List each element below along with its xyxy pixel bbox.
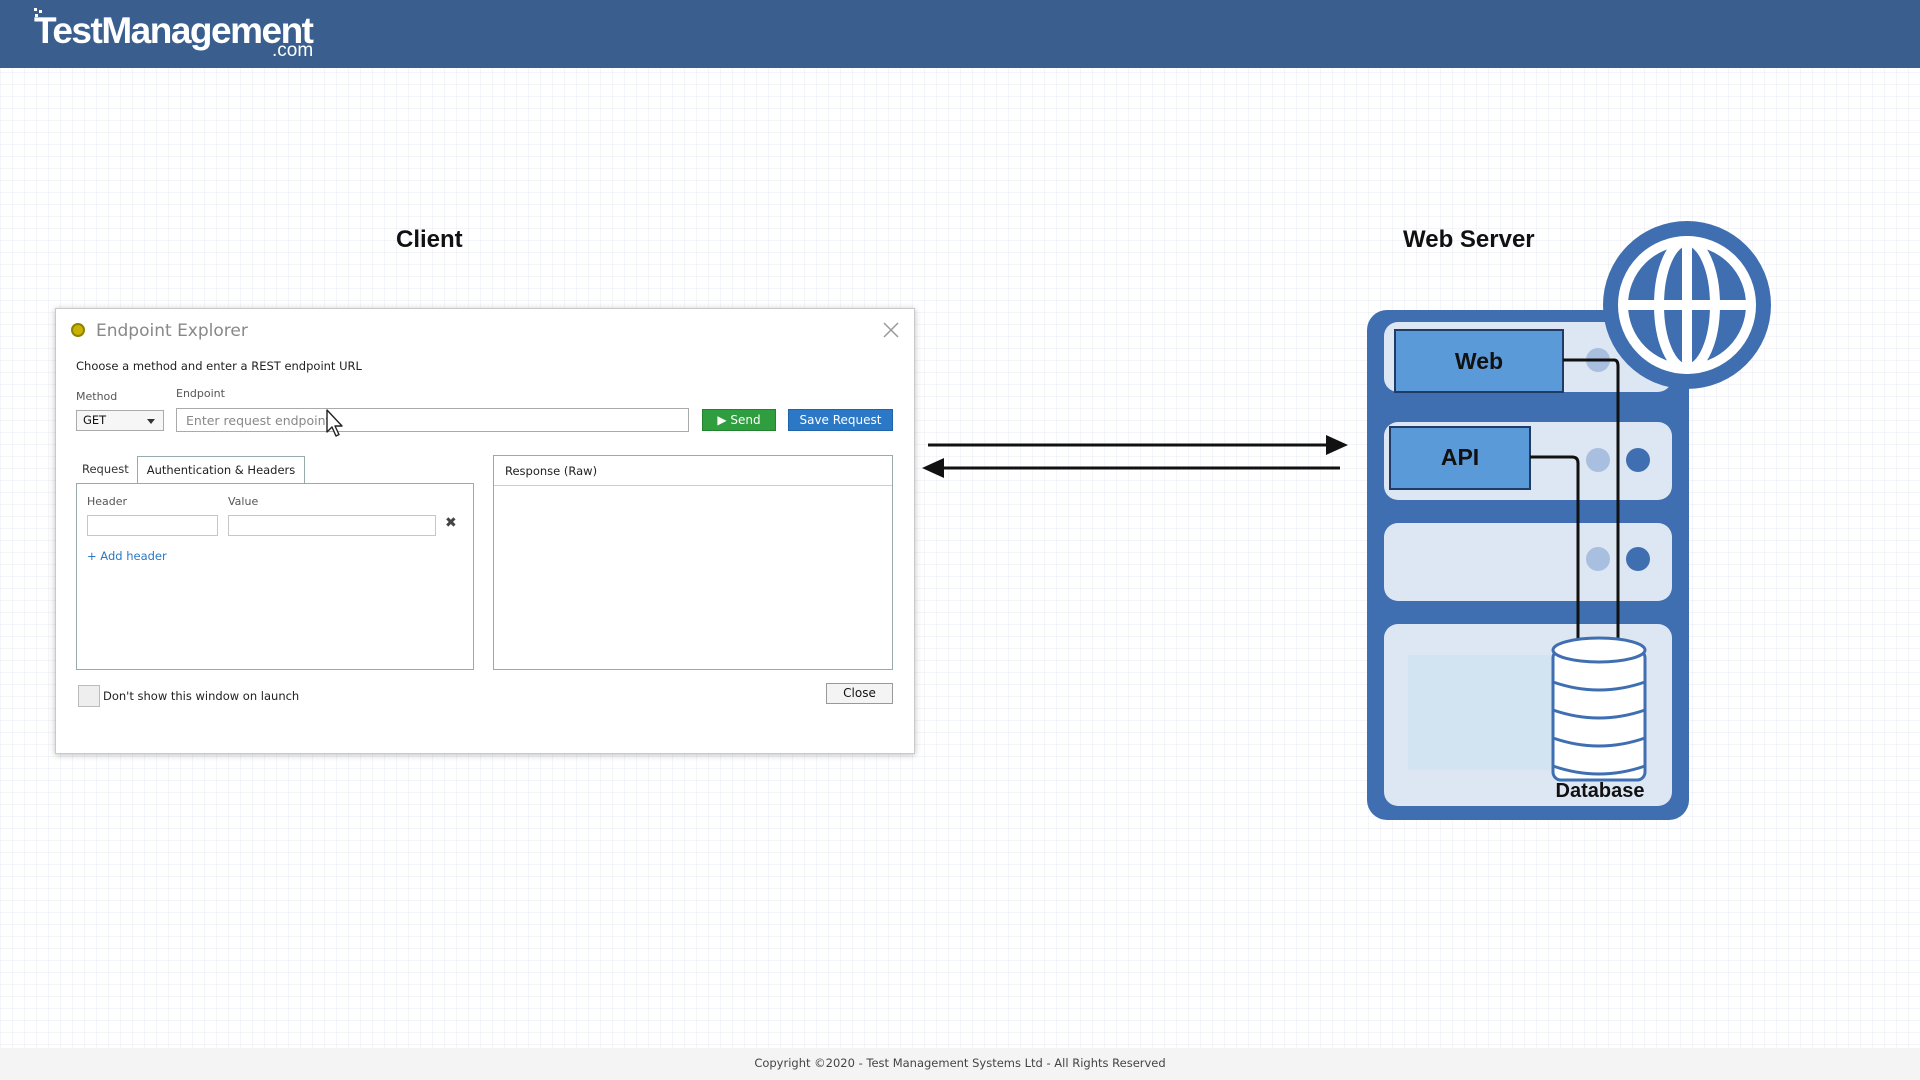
- dialog-title: Endpoint Explorer: [96, 321, 248, 341]
- close-icon[interactable]: [880, 319, 902, 341]
- headers-panel: [76, 483, 474, 670]
- remove-header-icon[interactable]: ✖: [445, 515, 457, 531]
- endpoint-label: Endpoint: [176, 387, 225, 400]
- tab-request[interactable]: Request: [82, 462, 129, 476]
- mouse-cursor-icon: [325, 408, 347, 438]
- close-button[interactable]: Close: [826, 683, 893, 704]
- dont-show-checkbox[interactable]: [78, 685, 100, 707]
- web-component-label: Web: [1395, 348, 1563, 375]
- method-label: Method: [76, 390, 117, 403]
- method-value: GET: [83, 413, 106, 427]
- copyright-text: Copyright ©2020 - Test Management System…: [0, 1056, 1920, 1070]
- database-label: Database: [1530, 780, 1670, 803]
- endpoint-explorer-dialog: Endpoint Explorer Choose a method and en…: [55, 308, 915, 754]
- response-header: Response (Raw): [494, 456, 892, 486]
- endpoint-input[interactable]: [176, 408, 689, 432]
- app-status-icon: [71, 323, 85, 337]
- web-server-diagram: [1360, 210, 1780, 830]
- top-bar: TestManagement .com: [0, 0, 1920, 68]
- header-field[interactable]: [87, 515, 218, 536]
- logo-suffix: .com: [272, 40, 313, 62]
- api-component-label: API: [1390, 444, 1530, 471]
- response-panel: Response (Raw): [493, 455, 893, 670]
- value-column-label: Value: [228, 495, 258, 508]
- chevron-down-icon: [147, 419, 155, 424]
- value-field[interactable]: [228, 515, 436, 536]
- send-button[interactable]: ▶ Send: [702, 409, 776, 431]
- request-response-arrows: [920, 430, 1360, 490]
- instruction-text: Choose a method and enter a REST endpoin…: [76, 359, 362, 373]
- footer: Copyright ©2020 - Test Management System…: [0, 1048, 1920, 1080]
- dont-show-label: Don't show this window on launch: [103, 689, 299, 703]
- add-header-link[interactable]: + Add header: [87, 549, 167, 563]
- client-title: Client: [396, 226, 463, 254]
- logo-text: TestManagement: [34, 10, 313, 52]
- header-column-label: Header: [87, 495, 127, 508]
- response-label: Response (Raw): [505, 464, 597, 478]
- method-select[interactable]: GET: [76, 410, 164, 431]
- play-icon: ▶: [717, 413, 726, 427]
- tab-authentication-headers[interactable]: Authentication & Headers: [137, 456, 305, 484]
- logo[interactable]: TestManagement .com: [32, 6, 332, 62]
- save-request-button[interactable]: Save Request: [788, 409, 893, 431]
- send-label: Send: [730, 413, 760, 427]
